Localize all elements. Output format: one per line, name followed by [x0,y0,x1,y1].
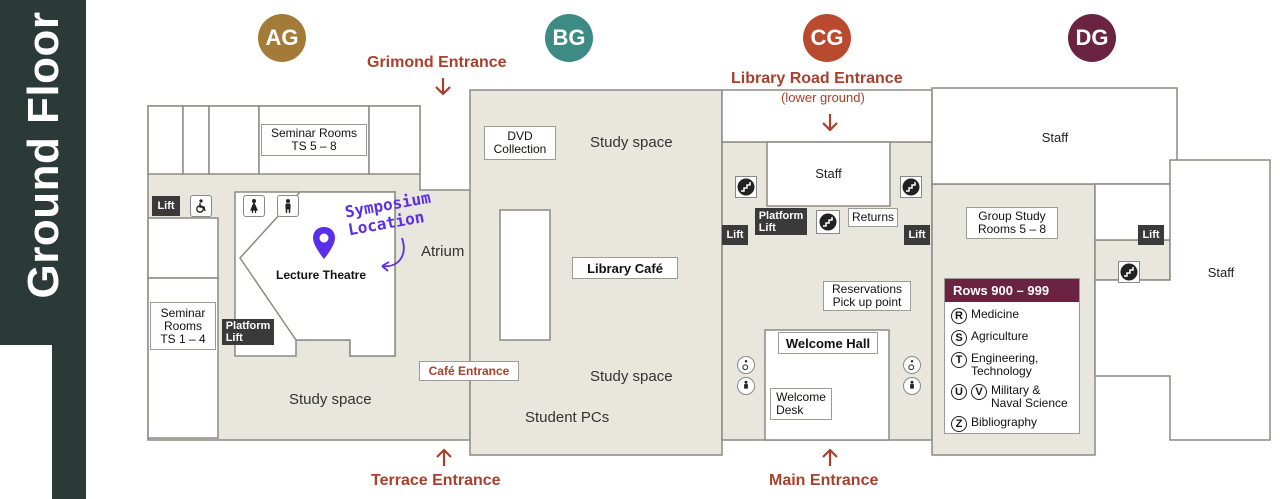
platform-lift-ag: Platform Lift [222,319,274,345]
rows-item-military: U V Military & Naval Science [951,384,1073,410]
letter-v-icon: V [971,384,987,400]
rows-item-engineering: T Engineering, Technology [951,352,1073,378]
welcome-hall-label: Welcome Hall [778,332,878,354]
group-study-rooms: Group Study Rooms 5 – 8 [966,207,1058,239]
atrium-label: Atrium [421,243,465,260]
platform-lift-cg: Platform Lift [755,208,807,235]
cafe-entrance-label: Café Entrance [419,361,519,381]
stairs-icon-cg-right [900,176,922,198]
lift-cg-right: Lift [904,225,930,245]
library-road-arrow-icon [822,114,838,132]
library-road-entrance-label: Library Road Entrance [731,70,903,87]
letter-z-icon: Z [951,416,967,432]
letter-t-icon: T [951,352,967,368]
student-pcs-label: Student PCs [525,409,610,426]
staff-cg-label: Staff [815,166,842,181]
returns-label: Returns [848,208,898,227]
person-icon-cg-left [737,377,755,395]
annotation-arrow-icon [381,237,405,272]
library-road-sublabel: (lower ground) [781,90,865,105]
zone-ag-badge: AG [258,14,306,62]
terrace-arrow-icon [436,448,452,466]
location-pin-icon [313,227,335,259]
reservations-pickup: Reservations Pick up point [823,281,911,311]
person-icon-cg-right [903,377,921,395]
library-cafe-label: Library Café [572,257,678,279]
staff-dg-right-label: Staff [1207,265,1235,280]
main-entrance-label: Main Entrance [769,472,879,489]
letter-s-icon: S [951,330,967,346]
rows-panel-title: Rows 900 – 999 [945,279,1079,302]
zone-bg-badge: BG [545,14,593,62]
welcome-desk: Welcome Desk [770,388,832,420]
accessible-icon [190,195,212,217]
accessible-icon-cg-left [737,356,755,374]
rows-item-medicine: R Medicine [951,308,1073,324]
accessible-icon-cg-right [903,356,921,374]
grimond-entrance-label: Grimond Entrance [367,54,507,71]
rows-item-agriculture: S Agriculture [951,330,1073,346]
dvd-collection: DVD Collection [484,126,556,160]
sidebar-notch [0,345,52,499]
rows-item-bibliography: Z Bibliography [951,416,1073,432]
main-arrow-icon [822,448,838,466]
stairs-icon-cg-mid [816,210,840,234]
seminar-rooms-5-8: Seminar Rooms TS 5 – 8 [261,124,367,156]
zone-dg-badge: DG [1068,14,1116,62]
stairs-icon-dg [1118,261,1140,283]
lecture-theatre-label: Lecture Theatre [276,268,367,282]
lift-dg: Lift [1138,225,1164,245]
female-toilet-icon [243,195,265,217]
seminar-rooms-1-4: Seminar Rooms TS 1 – 4 [150,302,216,350]
study-space-bg-bottom-label: Study space [590,368,673,385]
male-toilet-icon [277,195,299,217]
study-space-bg-top-label: Study space [590,134,673,151]
letter-r-icon: R [951,308,967,324]
rows-panel: Rows 900 – 999 R Medicine S Agriculture … [944,278,1080,434]
study-space-ag-label: Study space [289,391,372,408]
stairs-icon-cg-left [735,176,757,198]
staff-dg-top-label: Staff [1041,130,1069,145]
terrace-entrance-label: Terrace Entrance [371,472,501,489]
lift-ag: Lift [152,196,180,216]
lift-cg-left: Lift [722,225,748,245]
letter-u-icon: U [951,384,967,400]
zone-cg-badge: CG [803,14,851,62]
grimond-arrow-icon [435,78,451,96]
